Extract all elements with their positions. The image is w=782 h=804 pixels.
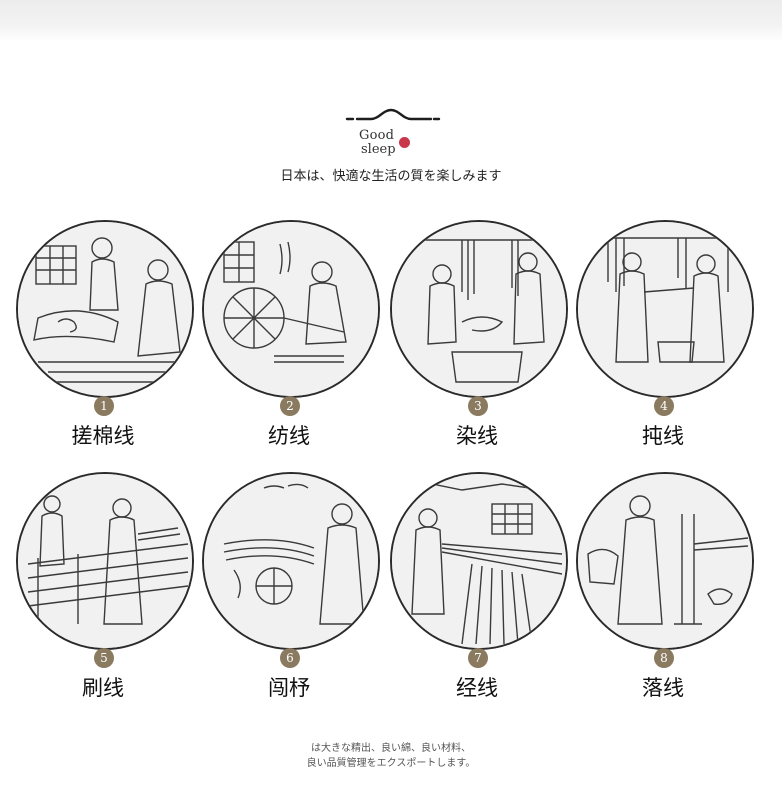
step-6-illustration [202,472,380,650]
footnote-line-1: は大きな精出、良い綿、良い材料、 [311,743,471,754]
spinning-scene-icon [204,222,378,396]
rubbing-cotton-scene-icon [18,222,192,396]
logo-ornament-icon [345,108,441,121]
step-4-number-badge: 4 [654,396,674,416]
step-3-label: 染线 [456,424,498,448]
logo-text-sleep: sleep [361,142,396,157]
winding-scene-icon [578,474,752,648]
seal-icon [399,137,410,148]
step-3-illustration [390,220,568,398]
step-2-illustration [202,220,380,398]
good-sleep-logo: Good sleep [341,104,441,162]
footnote-line-2: 良い品質管理をエクスポートします。 [306,758,476,769]
step-3-number-badge: 3 [468,396,488,416]
brushing-yarn-scene-icon [18,474,192,648]
step-6-number-badge: 6 [280,648,300,668]
step-8-illustration [576,472,754,650]
step-8-label: 落线 [642,676,684,700]
step-4-illustration [576,220,754,398]
step-2-label: 纺线 [268,424,310,448]
step-7-number-badge: 7 [468,648,488,668]
step-2-number-badge: 2 [280,396,300,416]
step-8-number-badge: 8 [654,648,674,668]
tagline: 日本は、快適な生活の質を楽しみます [280,169,502,184]
stretching-yarn-scene-icon [578,222,752,396]
logo-text-good: Good [359,128,395,143]
step-1-label: 搓棉线 [71,424,135,448]
step-6-label: 闯杼 [268,676,310,700]
step-5-illustration [16,472,194,650]
step-1-illustration [16,220,194,398]
dyeing-scene-icon [392,222,566,396]
top-band [0,0,782,42]
step-7-illustration [390,472,568,650]
step-1-number-badge: 1 [94,396,114,416]
step-5-number-badge: 5 [94,648,114,668]
step-5-label: 刷线 [82,676,124,700]
step-4-label: 扽线 [642,424,684,448]
reed-threading-scene-icon [204,474,378,648]
warping-scene-icon [392,474,566,648]
step-7-label: 经线 [456,676,498,700]
